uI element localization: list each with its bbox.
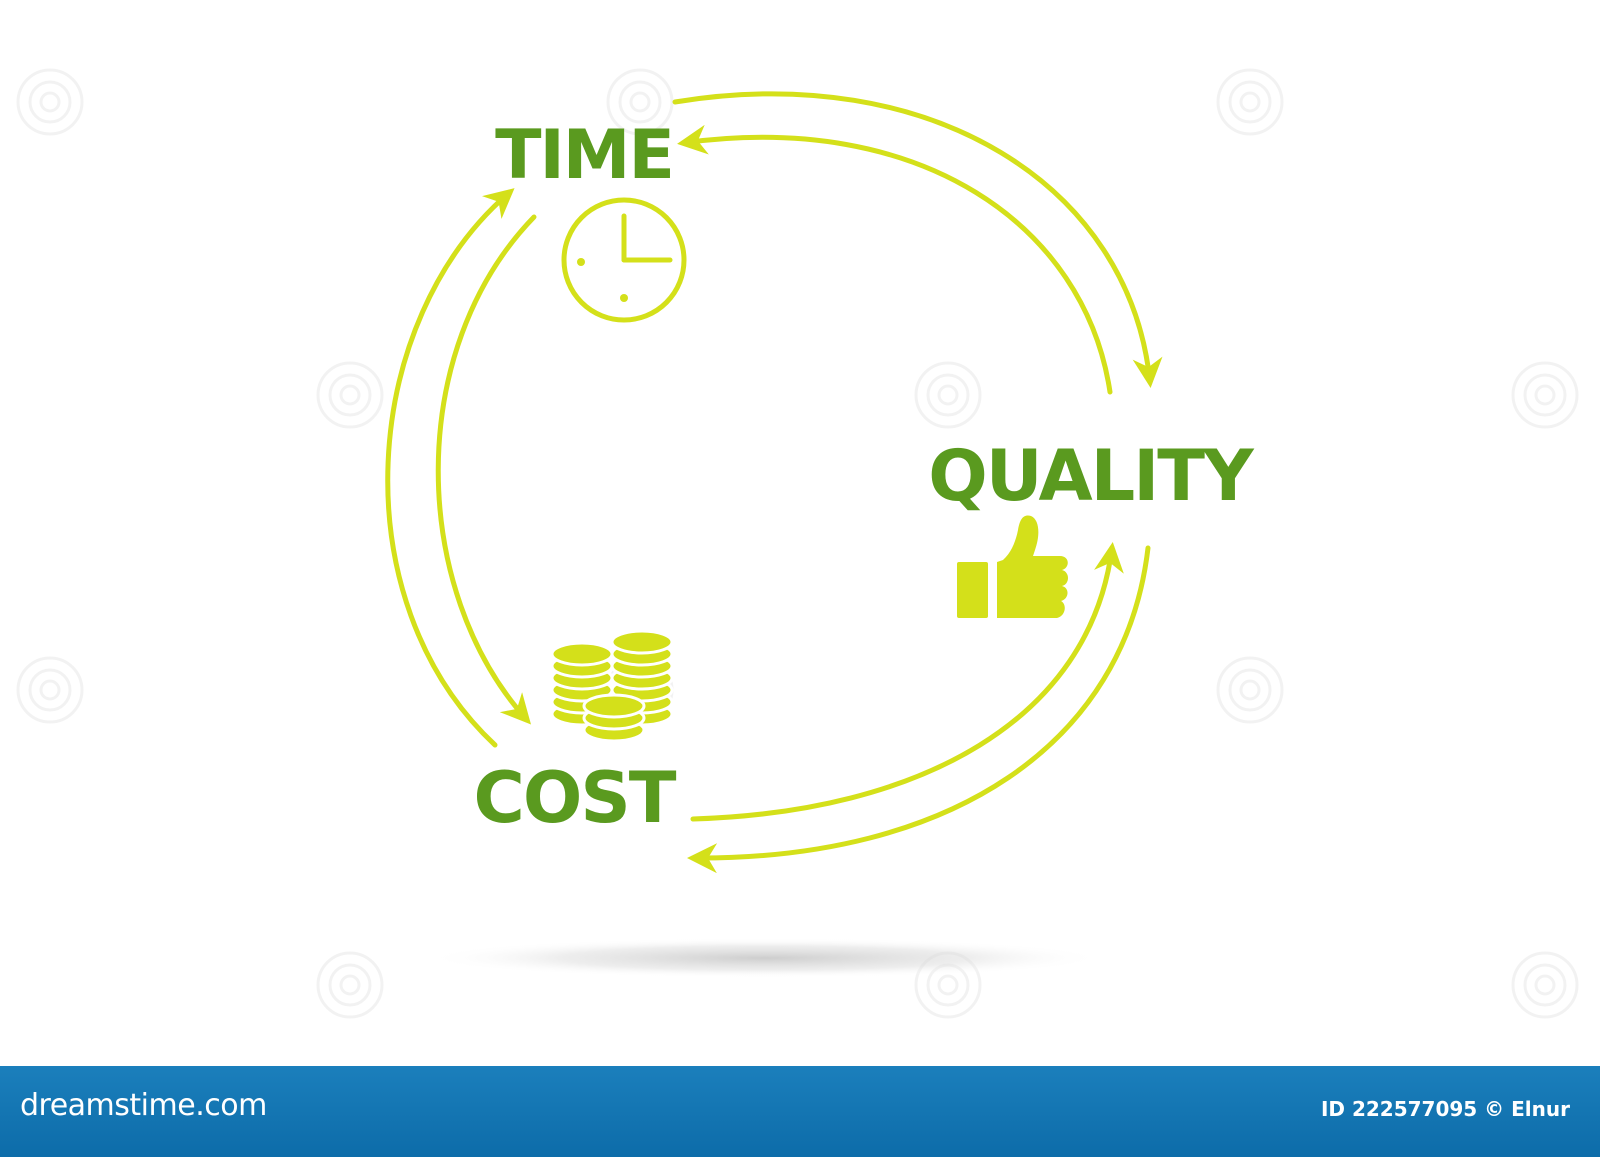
node-label-quality: QUALITY <box>928 435 1255 517</box>
arrow-cost-to-time <box>385 188 515 748</box>
arrow-quality-to-time <box>677 124 1113 395</box>
ground-shadow <box>425 938 1105 978</box>
arrow-quality-to-cost <box>687 545 1151 874</box>
footer-credit: ID 222577095 © Elnur <box>1320 1097 1570 1121</box>
node-quality: QUALITY <box>928 435 1257 618</box>
stock-footer-bar: dreamstime.com ID 222577095 © Elnur <box>0 1066 1600 1157</box>
watermark <box>16 68 1579 1019</box>
time-quality-cost-diagram: TIME QUALITY COST <box>16 68 1579 1019</box>
arrow-cost-to-quality <box>690 542 1124 822</box>
node-cost: COST <box>473 629 679 839</box>
node-label-time: TIME <box>495 116 673 195</box>
cycle-arrows <box>385 91 1163 874</box>
arrow-time-to-cost <box>435 214 537 725</box>
arrow-time-to-quality <box>672 91 1163 388</box>
node-time: TIME <box>495 116 687 323</box>
node-label-cost: COST <box>473 757 676 839</box>
clock-icon <box>561 197 687 323</box>
footer-brand[interactable]: dreamstime.com <box>20 1088 267 1123</box>
thumbs-up-icon <box>957 515 1068 618</box>
coins-icon <box>550 629 674 743</box>
